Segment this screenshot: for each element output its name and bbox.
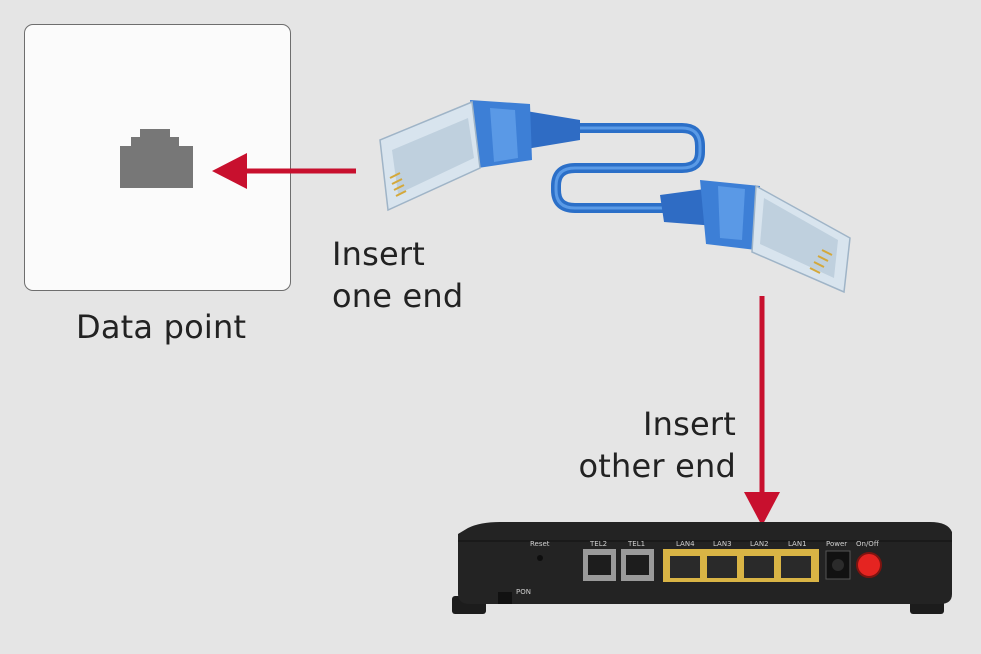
insert-one-end-line2: one end	[332, 277, 464, 315]
arrow-to-data-point	[212, 153, 356, 189]
lan4-port-label: LAN4	[676, 540, 695, 548]
insert-other-end-line1: Insert	[643, 405, 736, 443]
insert-one-end-label: Insert one end	[332, 233, 463, 317]
lan2-port-label: LAN2	[750, 540, 769, 548]
arrow-to-router	[744, 296, 780, 526]
lan1-port-label: LAN1	[788, 540, 807, 548]
ethernet-socket-icon	[120, 129, 193, 188]
insert-other-end-label: Insert other end	[578, 403, 736, 487]
insert-other-end-line2: other end	[578, 447, 736, 485]
power-port-label: Power	[826, 540, 847, 548]
tel2-port-label: TEL2	[589, 540, 607, 548]
router	[452, 522, 952, 614]
ethernet-cable	[551, 123, 705, 213]
rj45-plug-other-end	[660, 180, 851, 294]
lan3-port-label: LAN3	[713, 540, 732, 548]
rj45-plug-one-end	[379, 100, 580, 212]
data-point-label: Data point	[76, 308, 247, 346]
tel1-port-label: TEL1	[627, 540, 645, 548]
insert-one-end-line1: Insert	[332, 235, 425, 273]
reset-port-label: Reset	[530, 540, 550, 548]
on-off-button-label: On/Off	[856, 540, 879, 548]
pon-port-label: PON	[516, 588, 531, 596]
